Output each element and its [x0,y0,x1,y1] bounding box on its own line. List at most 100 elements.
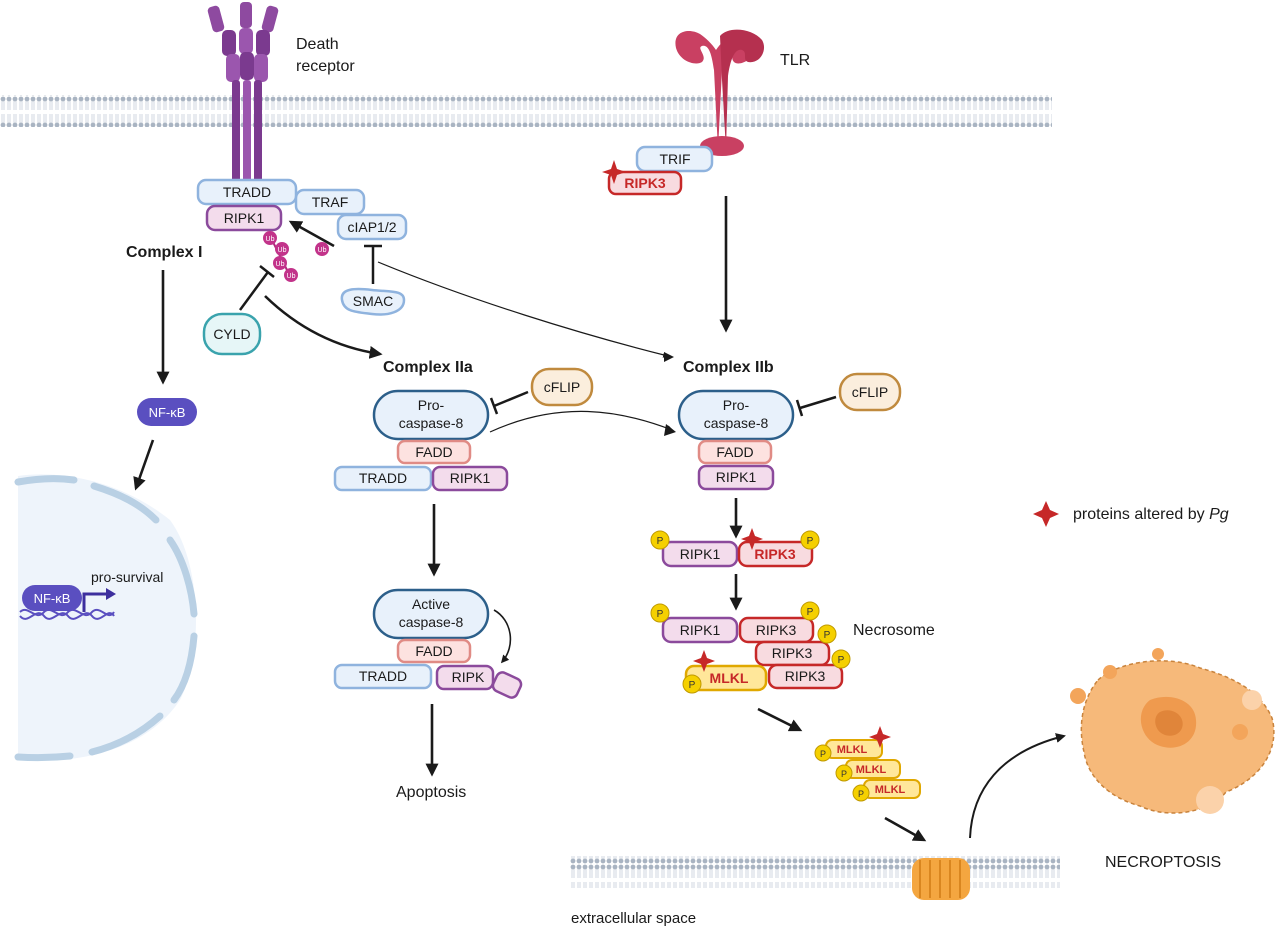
trif-box: TRIF [635,145,714,173]
svg-text:SMAC: SMAC [353,293,393,309]
ripk1-box-complex-i: RIPK1 [205,204,283,232]
svg-text:P: P [824,630,831,641]
svg-text:RIPK: RIPK [452,669,485,685]
svg-text:Ub: Ub [278,247,287,254]
fadd-active: FADD [396,638,472,664]
necroptotic-cell-icon [1070,648,1275,814]
ripk1-ripk3-phospho: RIPK1 RIPK3 P P [650,528,820,568]
mlkl-oligomer: MLKL MLKL MLKL P P P [814,726,921,802]
svg-text:FADD: FADD [716,444,753,460]
complex-iia-label: Complex IIa [383,359,473,376]
svg-text:P: P [657,609,664,620]
fadd-complex-iib: FADD [697,439,773,465]
svg-text:P: P [689,680,696,691]
svg-text:RIPK1: RIPK1 [224,210,265,226]
svg-text:Ub: Ub [266,236,275,243]
legend-star-icon [1033,501,1059,527]
tradd-complex-iia: TRADD [333,465,433,492]
complex-iib-label: Complex IIb [683,359,774,376]
svg-text:RIPK3: RIPK3 [624,175,665,191]
svg-text:RIPK3: RIPK3 [754,546,795,562]
death-receptor-label-1: Death [296,36,339,53]
necrosome-complex: RIPK1 RIPK3 RIPK3 RIPK3 MLKL P P P P P [650,601,851,694]
svg-text:MLKL: MLKL [837,744,868,756]
apoptosis-label: Apoptosis [396,784,466,801]
tlr-label: TLR [780,52,810,69]
active-caspase8: Active caspase-8 [372,588,490,640]
cflip-iia: cFLIP [530,367,594,407]
tradd-box-complex-i: TRADD [196,178,298,206]
mlkl-pore-icon [912,858,970,900]
svg-text:MLKL: MLKL [710,670,749,686]
svg-text:RIPK1: RIPK1 [450,470,491,486]
cyld-protein: CYLD [202,312,262,356]
procaspase8-complex-iia: Pro- caspase-8 [372,389,490,441]
svg-text:Ub: Ub [287,273,296,280]
tradd-active: TRADD [333,663,433,690]
svg-text:FADD: FADD [415,643,452,659]
svg-text:P: P [841,769,847,779]
svg-text:cFLIP: cFLIP [544,379,581,395]
svg-text:Ub: Ub [318,247,327,254]
svg-text:RIPK1: RIPK1 [680,546,721,562]
svg-text:TRADD: TRADD [223,184,271,200]
svg-text:MLKL: MLKL [875,784,906,796]
svg-text:P: P [820,749,826,759]
ciap-box: cIAP1/2 [336,213,408,241]
extracellular-space-label: extracellular space [571,910,696,927]
svg-text:P: P [838,655,845,666]
dna-helix-icon [19,609,115,620]
transcription-arrow-icon [82,592,108,612]
svg-text:RIPK1: RIPK1 [716,469,757,485]
altered-protein-star-icon [602,160,626,184]
ripk3-box-tlr: RIPK3 [607,170,683,196]
complex-i-label: Complex I [126,244,202,261]
pro-survival-label: pro-survival [91,569,163,585]
svg-text:TRIF: TRIF [659,151,690,167]
nucleus [14,474,198,762]
plasma-membrane-top [0,95,1052,127]
necrosome-label: Necrosome [853,622,935,639]
death-receptor-icon [207,2,279,184]
svg-text:TRADD: TRADD [359,470,407,486]
svg-text:cFLIP: cFLIP [852,384,889,400]
fadd-complex-iia: FADD [396,439,472,465]
smac-protein: SMAC [340,287,406,316]
tlr-icon [675,29,765,156]
cflip-iib: cFLIP [838,372,902,412]
svg-text:P: P [807,536,814,547]
svg-text:NF-κB: NF-κB [149,405,186,420]
svg-text:caspase-8: caspase-8 [399,415,464,431]
svg-text:Pro-: Pro- [418,397,445,413]
svg-text:Active: Active [412,596,450,612]
svg-text:RIPK3: RIPK3 [772,645,813,661]
procaspase8-complex-iib: Pro- caspase-8 [677,389,795,441]
svg-text:NF-κB: NF-κB [34,591,71,606]
ripk1-complex-iia: RIPK1 [431,465,509,492]
svg-text:cIAP1/2: cIAP1/2 [347,219,396,235]
nfkb-protein: NF-κB [137,398,197,426]
traf-box: TRAF [294,188,366,216]
svg-text:TRAF: TRAF [312,194,349,210]
svg-text:RIPK1: RIPK1 [680,622,721,638]
ripk1-complex-iib: RIPK1 [697,464,775,491]
legend-text: proteins altered by Pg [1073,506,1229,523]
svg-text:RIPK3: RIPK3 [785,668,826,684]
plasma-membrane-bottom [570,856,1060,888]
svg-text:TRADD: TRADD [359,668,407,684]
necroptosis-label: NECROPTOSIS [1105,854,1221,871]
svg-text:Pro-: Pro- [723,397,750,413]
svg-text:MLKL: MLKL [856,764,887,776]
svg-text:CYLD: CYLD [213,326,250,342]
svg-text:P: P [807,607,814,618]
death-receptor-label-2: receptor [296,58,355,75]
svg-text:caspase-8: caspase-8 [399,614,464,630]
svg-text:Ub: Ub [276,261,285,268]
ripk1-cleaved: RIPK [435,664,523,699]
ubiquitin-chain-icon: Ub Ub Ub Ub Ub [263,231,329,282]
svg-text:RIPK3: RIPK3 [756,622,797,638]
svg-text:FADD: FADD [415,444,452,460]
svg-text:caspase-8: caspase-8 [704,415,769,431]
svg-text:P: P [657,536,664,547]
